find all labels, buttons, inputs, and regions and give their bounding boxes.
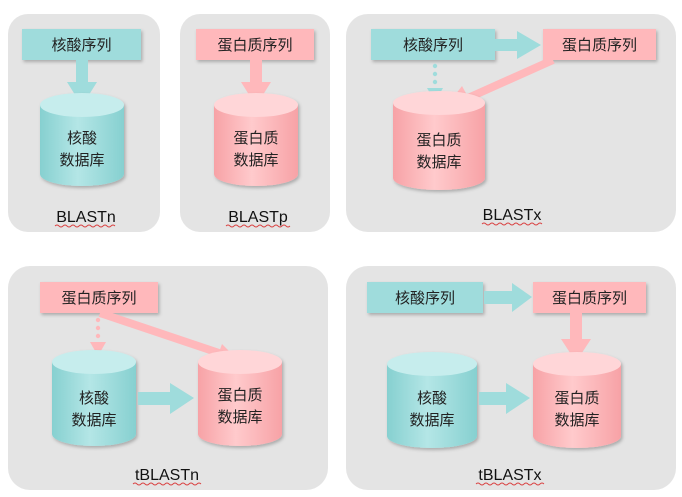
database-label-line1: 蛋白质 — [233, 129, 278, 147]
query-label: 蛋白质序列 — [217, 36, 292, 54]
arrow-right — [479, 383, 530, 414]
query-box — [367, 282, 483, 313]
spellcheck-underline — [481, 222, 543, 226]
nucleotide-db-label-line2: 数据库 — [71, 411, 116, 429]
spellcheck-underline — [132, 482, 202, 486]
protein-database-cylinder — [198, 350, 282, 446]
protein-db-label-line1: 蛋白质 — [217, 386, 262, 404]
method-label: tBLASTn — [135, 467, 199, 484]
database-cylinder — [393, 91, 485, 190]
protein-db-label-line2: 数据库 — [554, 411, 599, 429]
database-label-line2: 数据库 — [416, 153, 461, 171]
translated-box — [533, 282, 646, 313]
database-label-line2: 数据库 — [233, 151, 278, 169]
spellcheck-underline — [475, 482, 545, 486]
translated-label: 蛋白质序列 — [552, 289, 627, 307]
protein-db-label-line2: 数据库 — [217, 408, 262, 426]
query-label: 核酸序列 — [51, 36, 111, 54]
spellcheck-underline — [54, 224, 116, 228]
query-label: 核酸序列 — [395, 289, 455, 307]
dotted-arrow-down — [90, 317, 106, 356]
panel-tblastn: 蛋白质序列 核酸 数据库 蛋白质 数据库 tBLASTn — [8, 266, 328, 490]
query-box-rect — [22, 29, 141, 60]
panel-tblastx: 核酸序列 蛋白质序列 核酸 数据库 蛋白质 数据库 tBLASTx — [346, 266, 676, 490]
query-box — [196, 29, 314, 60]
nucleotide-database-cylinder — [52, 350, 136, 446]
database-label-line2: 数据库 — [59, 151, 104, 169]
translated-label: 蛋白质序列 — [562, 36, 637, 54]
arrow-right — [495, 31, 541, 59]
method-label: tBLASTx — [478, 467, 541, 484]
query-box — [22, 29, 141, 60]
arrow-right — [484, 283, 532, 312]
database-cylinder — [214, 93, 298, 186]
arrow-right — [138, 383, 194, 414]
method-label: BLASTx — [483, 207, 542, 224]
method-label: BLASTn — [56, 209, 116, 226]
database-cylinder — [40, 93, 124, 186]
query-box-rect — [367, 282, 483, 313]
database-label-line1: 核酸 — [67, 129, 97, 147]
nucleotide-db-label-line1: 核酸 — [79, 389, 109, 407]
method-label: BLASTp — [228, 209, 288, 226]
query-label: 核酸序列 — [403, 36, 463, 54]
translated-box — [543, 29, 656, 60]
translated-box-rect — [543, 29, 656, 60]
query-box-rect — [196, 29, 314, 60]
protein-database-cylinder — [533, 352, 621, 448]
protein-db-label-line1: 蛋白质 — [554, 389, 599, 407]
nucleotide-database-cylinder — [387, 352, 477, 448]
database-label-line1: 蛋白质 — [416, 131, 461, 149]
query-label: 蛋白质序列 — [61, 289, 136, 307]
panel-blastx: 核酸序列 蛋白质序列 蛋白质 数据库 BLASTx — [346, 14, 676, 232]
query-box-rect — [40, 282, 158, 313]
panel-blastp: 蛋白质序列 蛋白质 数据库 BLASTp — [180, 14, 330, 232]
query-box — [40, 282, 158, 313]
nucleotide-db-label-line2: 数据库 — [409, 411, 454, 429]
panel-blastn: 核酸序列 核酸 数据库 BLASTn — [8, 14, 160, 232]
translated-box-rect — [533, 282, 646, 313]
arrow-down — [561, 313, 591, 362]
nucleotide-db-label-line1: 核酸 — [417, 389, 447, 407]
query-box — [371, 29, 495, 60]
spellcheck-underline — [225, 224, 291, 228]
query-box-rect — [371, 29, 495, 60]
